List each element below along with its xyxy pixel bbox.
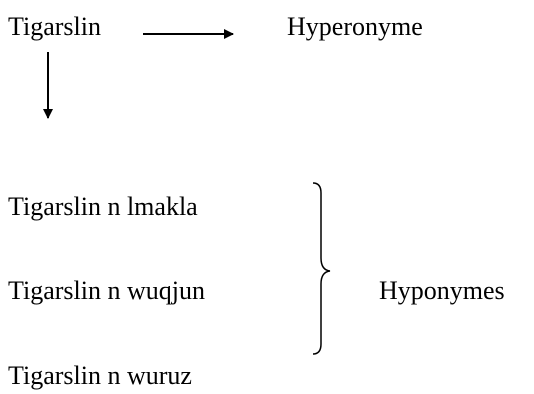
hyponymes-group-label: Hyponymes bbox=[379, 276, 505, 305]
root-term-label: Tigarslin bbox=[8, 12, 101, 41]
hyponym-brace bbox=[312, 182, 331, 355]
hyperonyme-label: Hyperonyme bbox=[287, 12, 423, 41]
hyponym-item: Tigarslin n wuruz bbox=[8, 361, 192, 390]
hyponym-item: Tigarslin n lmakla bbox=[8, 192, 198, 221]
hyponym-item: Tigarslin n wuqjun bbox=[8, 276, 205, 305]
